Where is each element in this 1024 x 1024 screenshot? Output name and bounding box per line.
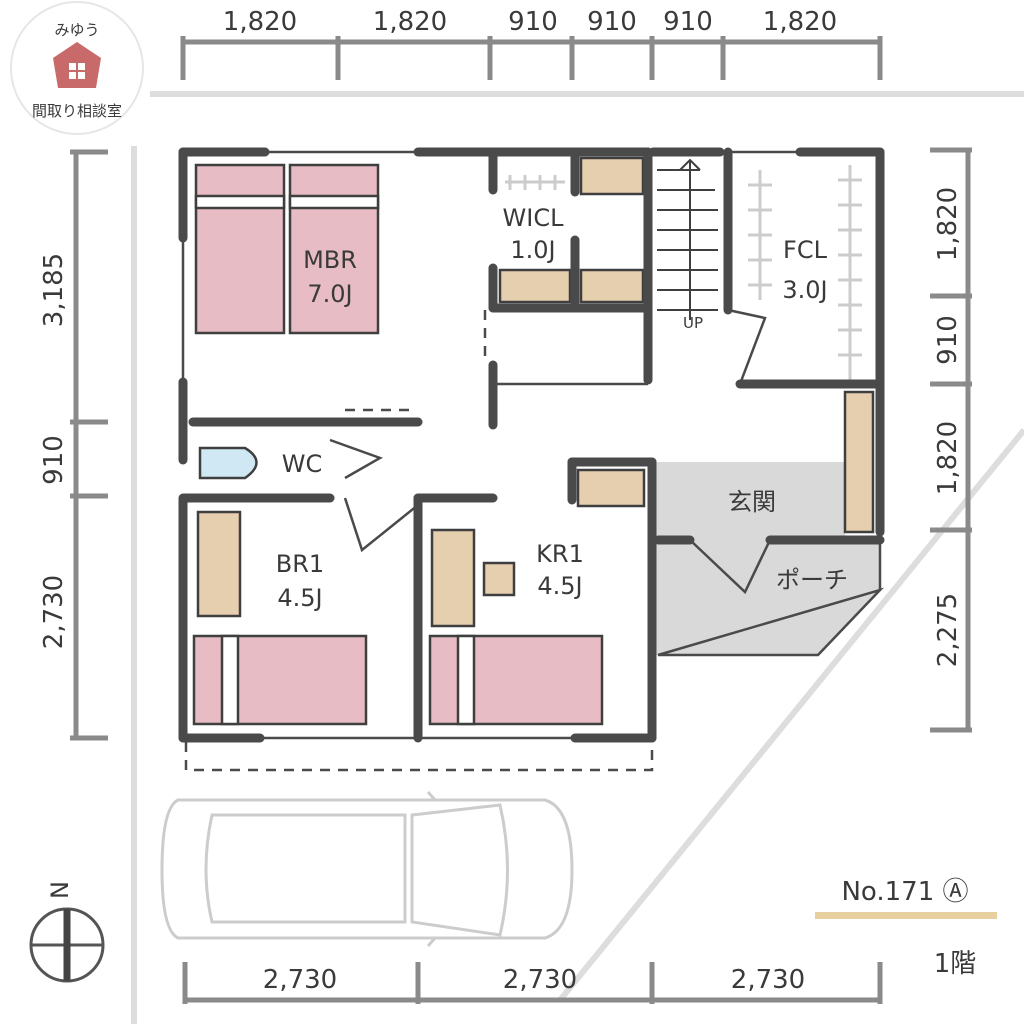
room-fcl-size: 3.0J (782, 276, 827, 304)
genkan-door (689, 539, 772, 595)
car-outline (160, 791, 574, 947)
dim-top-2: 1,820 (373, 7, 447, 37)
logo: みゆう 間取り相談室 (10, 1, 144, 135)
furniture (196, 156, 875, 628)
pillows (194, 194, 476, 726)
dim-top-1: 1,820 (223, 7, 297, 37)
wicl-shelf-top (579, 156, 645, 196)
dim-top-5: 910 (663, 7, 713, 37)
logo-title: 間取り相談室 (32, 102, 122, 120)
room-br1-size: 4.5J (277, 584, 322, 612)
dim-right-4: 2,275 (933, 593, 963, 667)
site-boundary (131, 91, 1024, 1024)
dim-left-2: 910 (39, 435, 69, 485)
logo-name: みゆう (54, 21, 99, 39)
plan-number: No.171 Ⓐ (841, 877, 968, 907)
compass-icon: N (29, 881, 105, 983)
plan-number-underline (815, 912, 997, 919)
dim-right-1: 1,820 (933, 187, 963, 261)
room-wicl-size: 1.0J (510, 236, 555, 264)
stairs-up-label: UP (683, 314, 703, 332)
fcl-door (727, 308, 767, 385)
kr1-desk (430, 528, 476, 628)
kr1-chair (482, 561, 516, 597)
stairs (657, 158, 718, 320)
room-mbr-name: MBR (303, 246, 357, 274)
room-kr1-size: 4.5J (537, 572, 582, 600)
genkan-storage (576, 468, 646, 508)
room-kr1-name: KR1 (536, 540, 584, 568)
top-dimension-line (180, 36, 883, 80)
compass-label: N (46, 881, 74, 899)
porch-edge (657, 587, 885, 657)
room-genkan-name: 玄関 (728, 488, 776, 516)
shoe-cabinet (843, 390, 875, 534)
walls (178, 147, 885, 743)
toilet-icon (198, 446, 258, 480)
dim-bottom-1: 2,730 (263, 965, 337, 995)
wicl-shelf-left (498, 268, 572, 304)
interior-lines (181, 150, 885, 740)
wicl-shelf-right (579, 268, 645, 304)
room-porch-name: ポーチ (776, 566, 848, 594)
room-wc-name: WC (282, 450, 323, 478)
closet-hanger-lines (505, 165, 862, 380)
dim-bottom-2: 2,730 (503, 965, 577, 995)
left-dimension-line (70, 149, 108, 741)
dim-left-3: 2,730 (39, 575, 69, 649)
dim-bottom-3: 2,730 (731, 965, 805, 995)
mbr-bed-right (288, 163, 380, 335)
dim-right-2: 910 (933, 315, 963, 365)
room-fcl-name: FCL (783, 236, 828, 264)
dim-top-3: 910 (508, 7, 558, 37)
br1-desk (196, 510, 242, 618)
room-mbr-size: 7.0J (307, 280, 352, 308)
dim-left-1: 3,185 (39, 253, 69, 327)
floor-label: 1階 (934, 949, 977, 979)
dim-top-6: 1,820 (763, 7, 837, 37)
mbr-bed-left (194, 163, 286, 335)
room-wicl-name: WICL (503, 204, 565, 232)
dim-right-3: 1,820 (933, 421, 963, 495)
kr1-bed (428, 634, 604, 726)
wc-door (329, 438, 383, 480)
bottom-dimension-line (182, 962, 883, 1004)
room-br1-name: BR1 (276, 550, 324, 578)
dashed-lines (184, 310, 654, 772)
br1-bed (192, 634, 368, 726)
br1-door (343, 497, 419, 553)
dim-top-4: 910 (587, 7, 637, 37)
right-dimension-line (930, 147, 972, 733)
